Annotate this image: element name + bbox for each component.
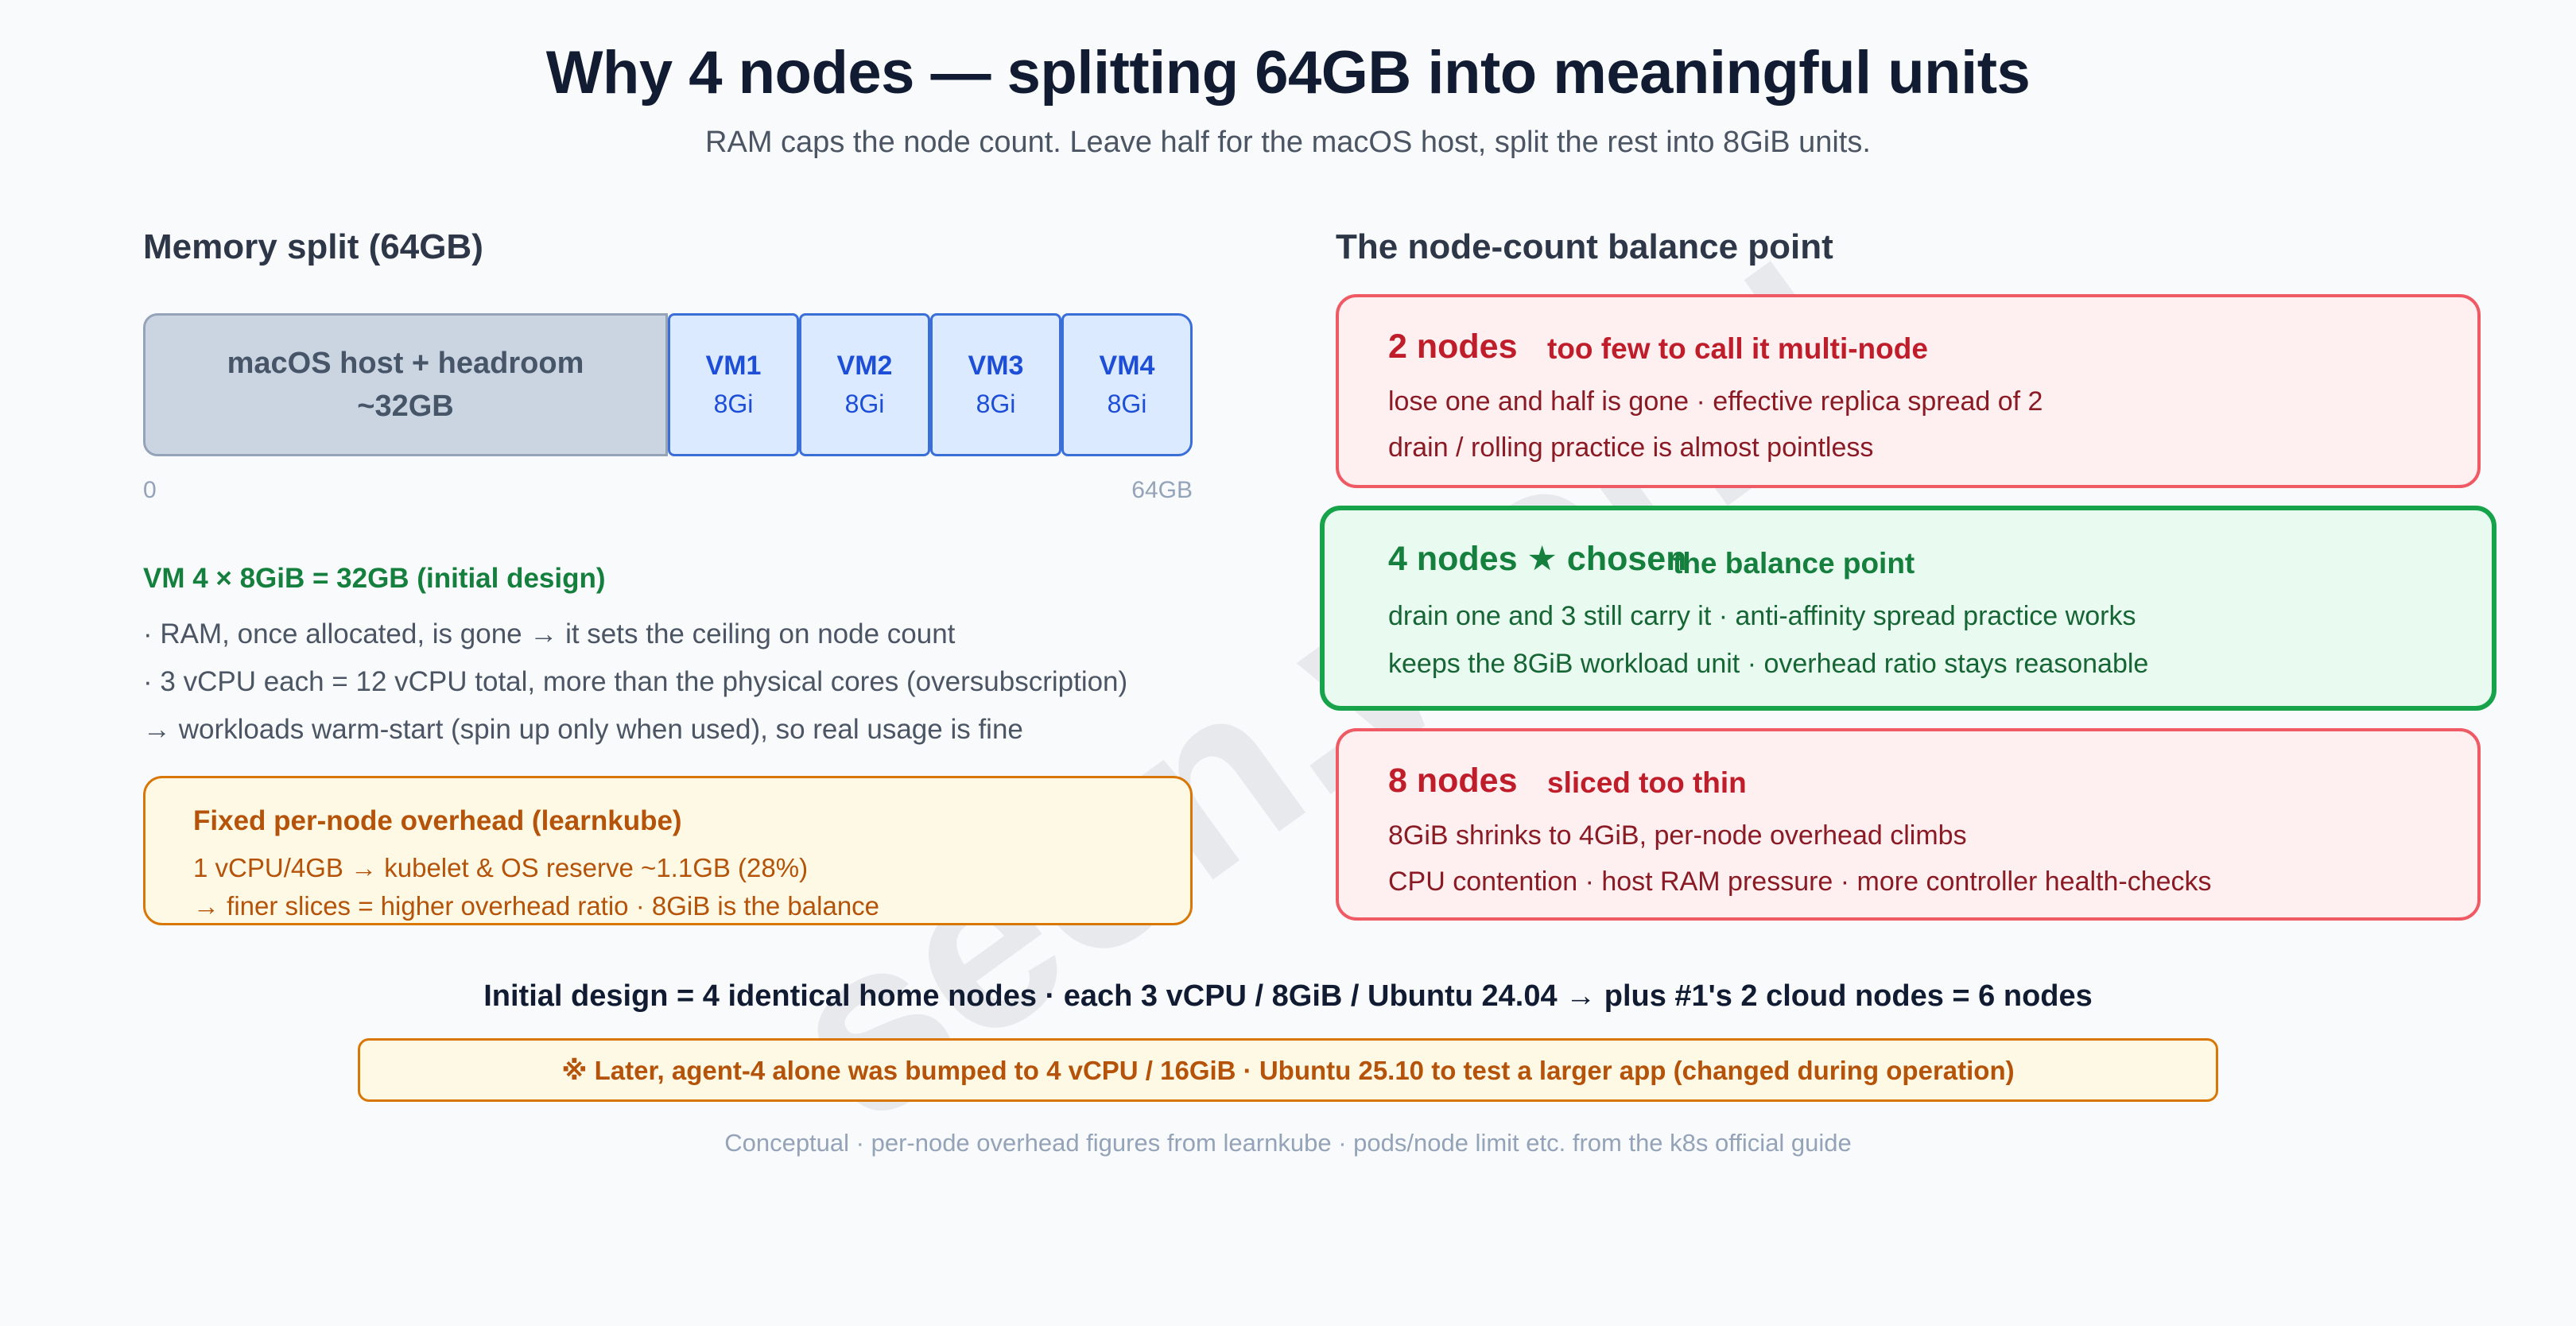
- node-card-tag: the balance point: [1673, 547, 1915, 580]
- node-card-title: 4 nodes ★ chosen: [1388, 540, 1687, 578]
- axis-min-label: 0: [143, 477, 157, 503]
- vm-name: VM2: [836, 351, 893, 381]
- vm-name: VM1: [705, 351, 762, 381]
- node-card-line: keeps the 8GiB workload unit · overhead …: [1388, 649, 2149, 679]
- node-card-line: 8GiB shrinks to 4GiB, per-node overhead …: [1388, 820, 1967, 851]
- overhead-heading: Fixed per-node overhead (learnkube): [193, 805, 682, 836]
- page-title: Why 4 nodes — splitting 64GB into meanin…: [545, 39, 2031, 107]
- node-card-line: lose one and half is gone · effective re…: [1388, 386, 2043, 417]
- host-segment: macOS host + headroom ~32GB: [143, 313, 668, 456]
- vm-segment-4: VM4 8Gi: [1061, 313, 1193, 456]
- node-card-8: 8 nodes sliced too thin 8GiB shrinks to …: [1336, 728, 2481, 921]
- node-card-title: 8 nodes: [1388, 762, 1518, 800]
- host-size: ~32GB: [357, 390, 454, 423]
- memory-split-heading: Memory split (64GB): [143, 227, 483, 266]
- node-card-line: CPU contention · host RAM pressure · mor…: [1388, 867, 2212, 897]
- vm-name: VM4: [1099, 351, 1155, 381]
- node-card-line: drain one and 3 still carry it · anti-af…: [1388, 601, 2136, 631]
- balance-heading: The node-count balance point: [1336, 227, 1833, 266]
- node-card-2: 2 nodes too few to call it multi-node lo…: [1336, 294, 2481, 488]
- vm-size: 8Gi: [713, 390, 754, 418]
- overhead-line: → finer slices = higher overhead ratio ·…: [193, 891, 880, 921]
- node-card-line: drain / rolling practice is almost point…: [1388, 432, 1874, 463]
- memory-bar: macOS host + headroom ~32GB VM1 8Gi VM2 …: [143, 313, 1193, 456]
- vm-segment-2: VM2 8Gi: [799, 313, 930, 456]
- operation-note-text: ※ Later, agent-4 alone was bumped to 4 v…: [561, 1055, 2015, 1085]
- host-label: macOS host + headroom: [227, 347, 584, 380]
- vm-segment-3: VM3 8Gi: [930, 313, 1061, 456]
- axis-max-label: 64GB: [1131, 477, 1193, 503]
- page-subtitle: RAM caps the node count. Leave half for …: [705, 126, 1871, 159]
- node-card-tag: sliced too thin: [1547, 766, 1747, 799]
- design-bullet: → workloads warm-start (spin up only whe…: [143, 714, 1023, 745]
- node-card-tag: too few to call it multi-node: [1547, 332, 1928, 365]
- vm-size: 8Gi: [844, 390, 885, 418]
- vm-size: 8Gi: [976, 390, 1016, 418]
- design-bullet: · RAM, once allocated, is gone → it sets…: [143, 618, 956, 649]
- overhead-box: Fixed per-node overhead (learnkube) 1 vC…: [143, 776, 1193, 925]
- overhead-line: 1 vCPU/4GB → kubelet & OS reserve ~1.1GB…: [193, 853, 809, 882]
- summary-line: Initial design = 4 identical home nodes …: [483, 979, 2093, 1013]
- node-card-title: 2 nodes: [1388, 328, 1518, 366]
- design-heading: VM 4 × 8GiB = 32GB (initial design): [143, 563, 606, 594]
- design-bullet: · 3 vCPU each = 12 vCPU total, more than…: [143, 666, 1128, 697]
- vm-name: VM3: [968, 351, 1024, 381]
- operation-note: ※ Later, agent-4 alone was bumped to 4 v…: [358, 1038, 2218, 1102]
- footer-note: Conceptual · per-node overhead figures f…: [724, 1129, 1852, 1157]
- vm-size: 8Gi: [1107, 390, 1147, 418]
- vm-segment-1: VM1 8Gi: [668, 313, 799, 456]
- node-card-4-chosen: 4 nodes ★ chosen the balance point drain…: [1320, 506, 2496, 711]
